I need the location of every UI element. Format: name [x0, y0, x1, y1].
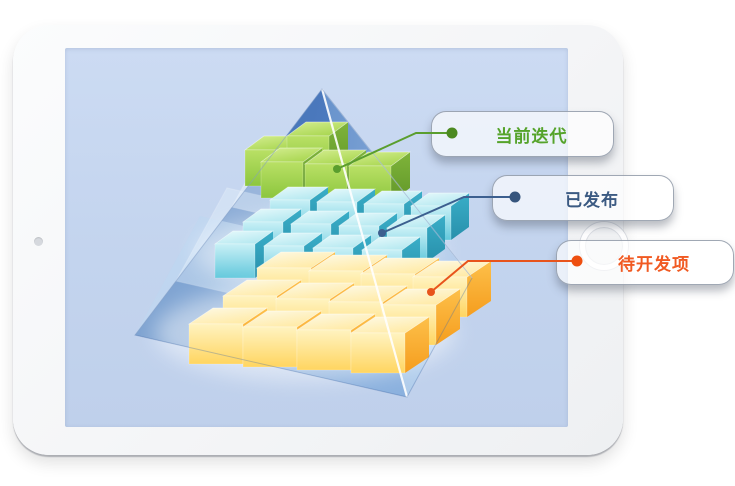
callout-released: 已发布 — [492, 175, 674, 221]
tablet-screen — [65, 48, 568, 427]
callout-current-iteration: 当前迭代 — [431, 111, 614, 157]
pyramid-diagram — [134, 88, 493, 398]
front-camera-icon — [34, 237, 43, 246]
tablet-device — [13, 25, 628, 455]
callout-label: 待开发项 — [618, 255, 690, 274]
callout-label: 已发布 — [565, 190, 619, 210]
callout-label: 当前迭代 — [495, 126, 568, 146]
cube-layer-backlog — [187, 251, 493, 374]
callout-backlog: 待开发项 — [556, 240, 734, 285]
